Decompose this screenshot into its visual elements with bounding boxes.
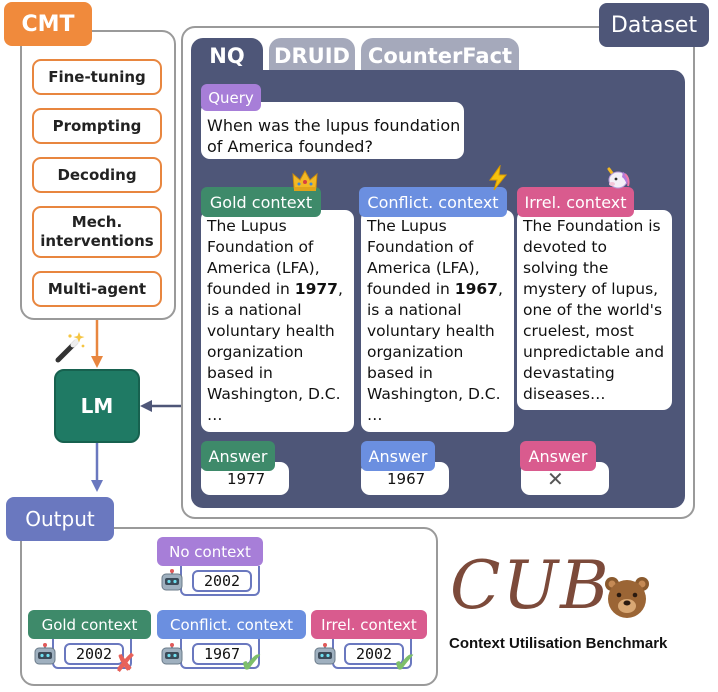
gold-context-text: The Lupus Foundation of America (LFA), f… (201, 210, 354, 432)
query-label: Query (201, 84, 261, 111)
output-irrel-answer: 2002 (344, 643, 404, 665)
output-gold-label: Gold context (28, 610, 151, 639)
conflict-answer-value: 1967 (387, 469, 426, 488)
magic-wand-icon (55, 332, 85, 363)
robot-icon (34, 643, 56, 665)
gold-context-label: Gold context (201, 187, 321, 217)
cub-logo: CUB (450, 547, 611, 624)
check-mark-icon: ✔ (240, 646, 264, 679)
cross-mark-icon: ✘ (114, 649, 136, 679)
gold-answer-value: 1977 (227, 469, 266, 488)
output-conflict-label: Conflict. context (157, 610, 306, 639)
gold-answer-label: Answer (201, 441, 275, 471)
crown-icon (292, 169, 318, 191)
query-text: When was the lupus foundation of America… (207, 116, 461, 156)
cmt-title: CMT (4, 2, 92, 46)
irrel-context-label: Irrel. context (517, 187, 634, 217)
method-decoding: Decoding (32, 157, 162, 193)
conflict-answer-label: Answer (361, 441, 435, 471)
robot-icon (161, 643, 183, 665)
unicorn-icon (607, 167, 630, 189)
bear-icon (605, 577, 649, 618)
tab-nq[interactable]: NQ (191, 38, 263, 74)
method-multi-agent: Multi-agent (32, 271, 162, 307)
cub-subtitle: Context Utilisation Benchmark (449, 635, 668, 652)
conflict-context-text: The Lupus Foundation of America (LFA), f… (361, 210, 514, 432)
tab-counterfact[interactable]: CounterFact (361, 38, 519, 74)
conflict-context-label: Conflict. context (359, 187, 507, 217)
tab-druid[interactable]: DRUID (269, 38, 355, 74)
method-mech-interventions: Mech. interventions (32, 206, 162, 258)
lightning-icon (489, 165, 508, 191)
method-prompting: Prompting (32, 108, 162, 144)
irrel-context-text: The Foundation is devoted to solving the… (517, 210, 672, 410)
no-context-answer: 2002 (192, 570, 252, 592)
robot-icon (161, 569, 183, 591)
output-irrel-label: Irrel. context (311, 610, 427, 639)
no-context-label: No context (157, 537, 263, 566)
output-gold-answer: 2002 (64, 643, 124, 665)
dataset-title: Dataset (599, 3, 709, 47)
output-conflict-answer: 1967 (192, 643, 252, 665)
check-mark-icon: ✔ (393, 646, 417, 679)
irrel-answer-label: Answer (520, 441, 596, 471)
lm-box: LM (54, 369, 140, 443)
irrel-answer-value: ✕ (547, 466, 564, 491)
method-fine-tuning: Fine-tuning (32, 59, 162, 95)
output-title: Output (6, 497, 114, 541)
query-box (201, 102, 464, 159)
robot-icon (314, 643, 336, 665)
